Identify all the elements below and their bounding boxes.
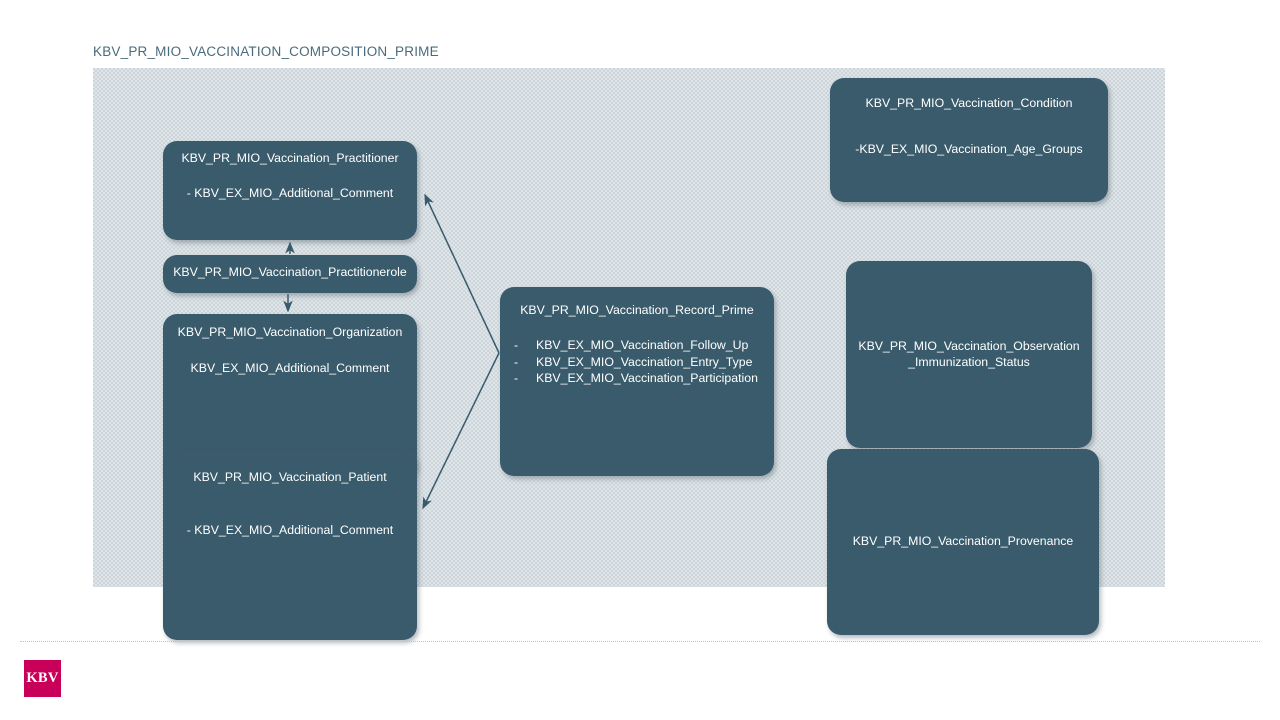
page-title: KBV_PR_MIO_VACCINATION_COMPOSITION_PRIME [93, 44, 439, 59]
node-provenance-center: KBV_PR_MIO_Vaccination_Provenance [827, 449, 1099, 635]
node-provenance[interactable]: KBV_PR_MIO_Vaccination_Provenance [827, 449, 1099, 635]
node-patient[interactable]: KBV_PR_MIO_Vaccination_Patient - KBV_EX_… [163, 450, 417, 640]
node-patient-title: KBV_PR_MIO_Vaccination_Patient [193, 470, 387, 484]
node-patient-extension: - KBV_EX_MIO_Additional_Comment [186, 523, 394, 538]
node-record-prime-title: KBV_PR_MIO_Vaccination_Record_Prime [520, 303, 754, 317]
kbv-logo: KBV [24, 660, 61, 697]
bullet-dash: - [514, 370, 519, 385]
bullet-dash: - [514, 354, 519, 369]
node-provenance-title: KBV_PR_MIO_Vaccination_Provenance [852, 534, 1074, 549]
node-practitioner[interactable]: KBV_PR_MIO_Vaccination_Practitioner - KB… [163, 141, 417, 240]
node-observation-immunization-status[interactable]: KBV_PR_MIO_Vaccination_Observation _Immu… [846, 261, 1092, 448]
list-item-label: KBV_EX_MIO_Vaccination_Participation [536, 370, 758, 385]
node-practitionerole[interactable]: KBV_PR_MIO_Vaccination_Practitionerole [163, 255, 417, 293]
bullet-dash: - [514, 338, 519, 353]
node-practitioner-title: KBV_PR_MIO_Vaccination_Practitioner [181, 151, 399, 165]
node-record-prime-extension-list: - KBV_EX_MIO_Vaccination_Follow_Up - KBV_E… [514, 337, 774, 386]
list-item-label: KBV_EX_MIO_Vaccination_Entry_Type [536, 354, 753, 369]
node-observation-title: KBV_PR_MIO_Vaccination_Observation _Immu… [858, 339, 1080, 369]
node-organization-extension: KBV_EX_MIO_Additional_Comment [190, 361, 390, 376]
list-item: - KBV_EX_MIO_Vaccination_Entry_Type [514, 354, 774, 370]
kbv-logo-text: KBV [26, 670, 59, 686]
node-condition-extension: -KBV_EX_MIO_Vaccination_Age_Groups [855, 142, 1083, 157]
list-item: - KBV_EX_MIO_Vaccination_Participation [514, 370, 774, 386]
node-practitioner-extension: - KBV_EX_MIO_Additional_Comment [186, 186, 394, 201]
footer-divider [20, 641, 1260, 643]
node-record-prime[interactable]: KBV_PR_MIO_Vaccination_Record_Prime - KBV… [500, 287, 774, 476]
diagram-canvas: KBV_PR_MIO_Vaccination_Practitioner - KB… [93, 68, 1165, 640]
node-condition[interactable]: KBV_PR_MIO_Vaccination_Condition -KBV_EX… [830, 78, 1108, 202]
node-organization-title: KBV_PR_MIO_Vaccination_Organization [177, 325, 403, 339]
node-observation-center: KBV_PR_MIO_Vaccination_Observation _Immu… [846, 261, 1092, 448]
node-practitionerole-title: KBV_PR_MIO_Vaccination_Practitionerole [173, 265, 407, 279]
edge-record-prime-to-patient [422, 352, 500, 510]
node-condition-title: KBV_PR_MIO_Vaccination_Condition [865, 96, 1073, 110]
list-item: - KBV_EX_MIO_Vaccination_Follow_Up [514, 337, 774, 353]
list-item-label: KBV_EX_MIO_Vaccination_Follow_Up [536, 338, 749, 353]
edge-record-prime-to-practitioner [424, 193, 500, 354]
